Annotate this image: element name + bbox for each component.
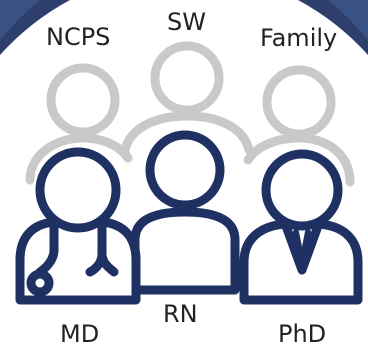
label-family: Family	[260, 24, 338, 52]
md-person-icon	[15, 147, 141, 305]
label-rn: RN	[163, 300, 198, 328]
phd-person-icon	[239, 149, 363, 305]
rn-person-icon	[130, 130, 240, 295]
family-person-icon	[243, 65, 355, 187]
sw-person-icon	[120, 41, 254, 155]
label-ncps: NCPS	[46, 23, 111, 51]
label-md: MD	[60, 320, 100, 348]
ncps-person-icon	[25, 63, 133, 185]
label-sw: SW	[167, 8, 206, 36]
label-phd: PhD	[278, 320, 327, 348]
